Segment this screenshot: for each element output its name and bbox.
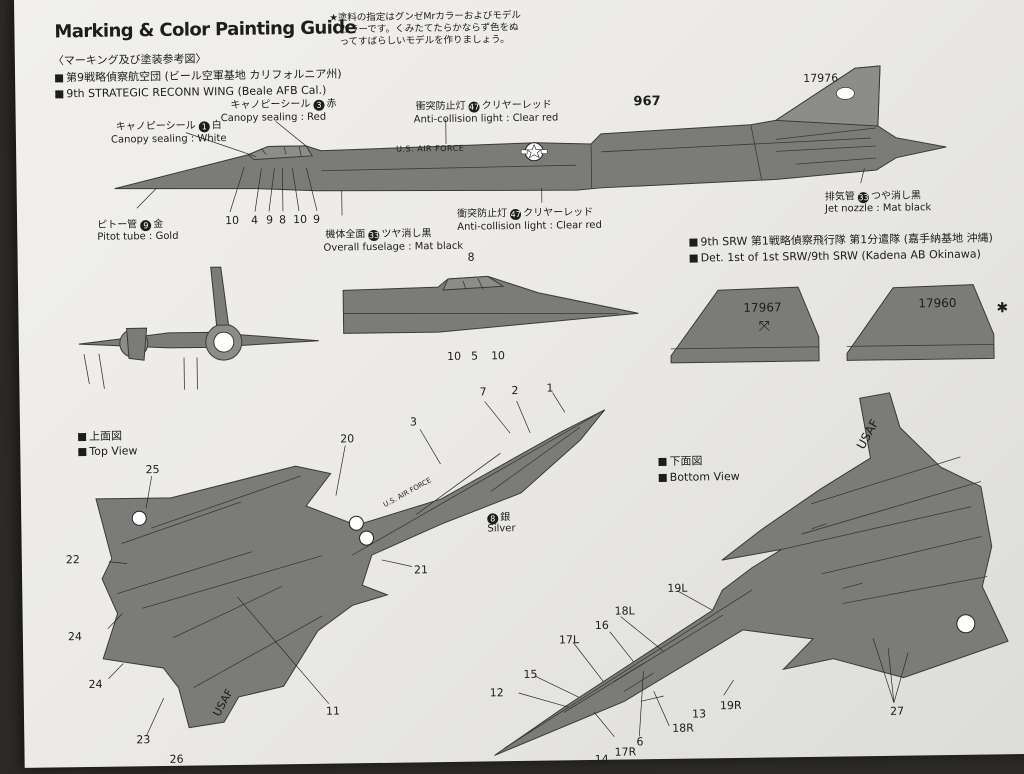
top-callout-7: 7 <box>479 385 487 399</box>
nose-detail-aircraft <box>342 275 639 334</box>
side-callout-1: 10 <box>225 213 240 228</box>
bottom-view-label-en: Bottom View <box>658 470 740 484</box>
paint-number-badge: 33 <box>857 192 870 204</box>
bullet-icon <box>78 433 87 442</box>
page-subtitle: 〈マーキング及び塗装参考図〉 <box>52 52 207 68</box>
bottom-callout-17R: 17R <box>614 745 637 759</box>
aircraft-drawings <box>78 65 1009 756</box>
canopy-white-en: Canopy sealing : White <box>110 133 227 146</box>
top-view-aircraft <box>95 409 606 729</box>
tail-emblem-icon: ⤧ <box>758 318 770 335</box>
leader-lines <box>107 118 909 737</box>
bullet-icon <box>658 473 667 483</box>
side-callout-6: 9 <box>313 212 321 226</box>
top-callout-2: 2 <box>511 383 519 398</box>
bottom-callout-13: 13 <box>691 707 707 721</box>
top-callout-3: 3 <box>409 415 418 429</box>
top-callout-22: 22 <box>65 553 80 567</box>
fuselage-en: Overall fuselage : Mat black <box>323 240 464 254</box>
paint-number-badge: 9 <box>140 220 152 232</box>
top-callout-24b: 24 <box>88 677 103 692</box>
top-view-label-en: Top View <box>78 444 138 458</box>
top-callout-21: 21 <box>413 563 429 577</box>
side-callout-5: 10 <box>293 212 308 227</box>
side-callout-4: 8 <box>279 213 287 227</box>
bottom-callout-18R: 18R <box>672 721 694 735</box>
top-callout-26: 26 <box>169 752 184 766</box>
bullet-icon <box>689 254 698 263</box>
bottom-view-label-jp: 下面図 <box>658 454 703 468</box>
nose-callout-3: 10 <box>490 349 506 363</box>
front-view-aircraft <box>78 266 319 390</box>
silver-en: Silver <box>487 523 516 535</box>
nozzle-en: Jet nozzle : Mat black <box>824 202 932 215</box>
top-callout-25: 25 <box>145 463 160 477</box>
anticol-top-en: Anti-collision light : Clear red <box>413 112 559 126</box>
detachment-tails <box>670 284 995 364</box>
bottom-callout-12: 12 <box>489 686 504 700</box>
bottom-callout-19L: 19L <box>667 581 688 595</box>
nose-callout-top: 8 <box>467 250 475 264</box>
nose-callout-2: 5 <box>470 349 479 363</box>
nose-callout-1: 10 <box>446 349 462 363</box>
paint-number-badge: 3 <box>313 99 325 111</box>
canopy-red-en: Canopy sealing : Red <box>220 111 327 125</box>
bullet-icon <box>658 457 667 467</box>
anticol-bottom-en: Anti-collision light : Clear red <box>457 219 602 233</box>
top-callout-23: 23 <box>136 733 151 747</box>
bottom-callout-14: 14 <box>594 752 609 766</box>
tail-number-a: 17967 <box>743 300 782 315</box>
nose-number: 967 <box>633 93 661 110</box>
instruction-sheet: Marking & Color Painting Guide 〈マーキング及び塗… <box>14 0 1024 768</box>
paint-number-badge: 47 <box>510 208 522 221</box>
bottom-callout-15: 15 <box>523 667 538 681</box>
top-callout-1: 1 <box>546 381 554 395</box>
bottom-callout-19R: 19R <box>719 698 742 713</box>
paint-number-badge: 1 <box>198 121 210 133</box>
pitot-en: Pitot tube : Gold <box>97 230 179 243</box>
side-callout-2: 4 <box>251 213 259 227</box>
bullet-icon <box>55 90 64 99</box>
bottom-callout-17L: 17L <box>558 633 580 647</box>
side-tail-number: 17976 <box>803 71 839 85</box>
bottom-callout-16: 16 <box>594 618 609 632</box>
bullet-icon <box>689 238 698 247</box>
bullet-icon <box>55 74 64 83</box>
bullet-icon <box>78 448 87 457</box>
crab-emblem-icon: ✱ <box>996 300 1009 317</box>
tail-number-b: 17960 <box>918 295 957 311</box>
top-callout-20: 20 <box>340 432 355 446</box>
top-callout-24a: 24 <box>67 630 82 644</box>
bottom-callout-27: 27 <box>889 704 905 718</box>
bottom-callout-18L: 18L <box>614 604 635 618</box>
bottom-view-aircraft <box>494 392 1009 756</box>
paint-number-badge: 33 <box>368 229 380 242</box>
side-view-aircraft <box>114 65 947 192</box>
top-view-label-jp: 上面図 <box>78 430 122 443</box>
bottom-callout-6: 6 <box>636 735 644 749</box>
paint-number-badge: 47 <box>468 101 480 113</box>
top-callout-11: 11 <box>325 704 341 718</box>
fuselage-marking: U.S. AIR FORCE <box>396 143 465 154</box>
side-callout-3: 9 <box>266 213 274 227</box>
